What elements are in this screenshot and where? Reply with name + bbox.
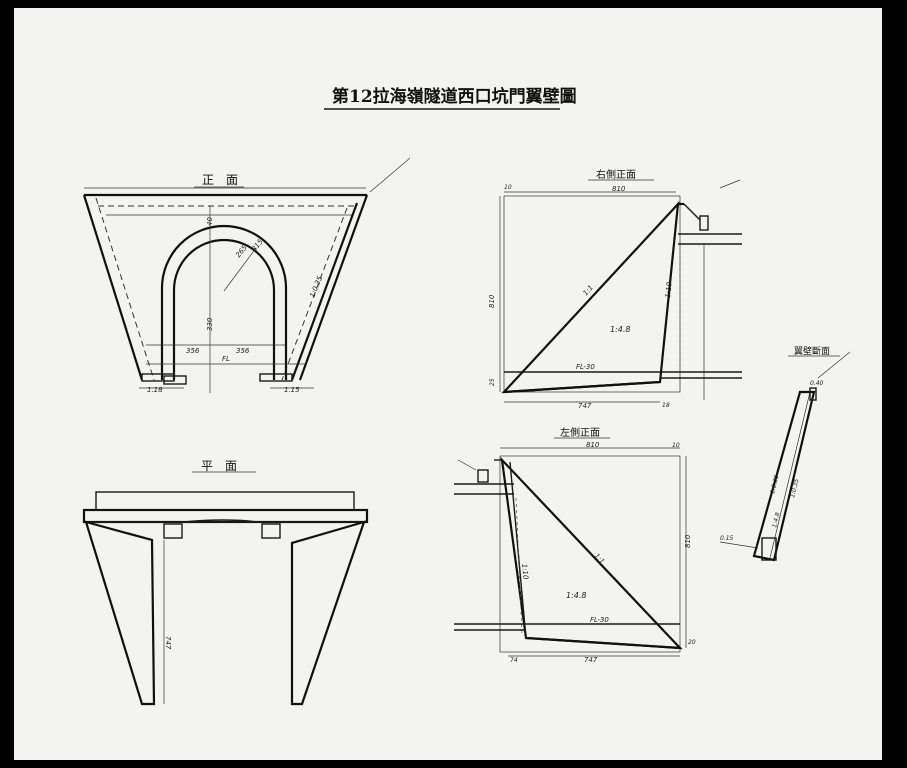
left-side-label: 左側正面 [560, 426, 600, 439]
front-right-hidden-wall [281, 207, 348, 381]
front-base-left-value: 1.18 [147, 386, 163, 394]
front-fl-value: FL [222, 355, 230, 363]
front-base-right-value: 1.15 [284, 386, 300, 394]
front-left-drain [163, 375, 187, 385]
front-arch-inner [172, 238, 276, 380]
right-level-value: 25 [489, 378, 496, 386]
left-back-face [509, 461, 527, 639]
right-inner-ratio: 1:4.8 [610, 325, 631, 334]
front-view-label: 正 面 [202, 173, 238, 187]
right-top-step [683, 203, 701, 221]
section-leader [817, 351, 851, 379]
left-outline-box [499, 455, 681, 653]
right-base-value: 747 [578, 402, 592, 410]
front-left-footing [141, 373, 175, 382]
plan-right-wing-wall [290, 520, 366, 706]
front-half-right-value: 356 [236, 347, 250, 355]
plan-arch-curve [183, 519, 272, 523]
left-base-value: 747 [584, 656, 598, 664]
front-radius-line [223, 247, 257, 292]
drawing-canvas: 第12拉海嶺隧道西口坑門翼壁圖 正 面 265 315 3 [82, 86, 851, 706]
right-side-view: 右側正面 810 10 810 FL-30 1:1 1:10 1:4.8 747… [488, 168, 742, 410]
plan-left-block [163, 523, 183, 539]
left-base-side-value: 74 [510, 657, 518, 664]
plan-length-value: 747 [164, 636, 172, 650]
right-base-side-value: 18 [662, 402, 670, 409]
front-right-outer-wall [298, 194, 369, 381]
section-top-cap [809, 387, 817, 401]
section-wall-profile [752, 390, 816, 562]
right-top-value: 810 [612, 185, 626, 193]
right-fl-value: FL-30 [576, 363, 595, 371]
section-base-value: 0.15 [720, 535, 734, 542]
right-back-ratio: 1:10 [664, 281, 674, 298]
front-left-outer-wall [82, 194, 144, 381]
right-small-value: 10 [504, 184, 512, 191]
left-hidden-back [515, 497, 523, 635]
section-ratio1: 1:0.35 [769, 474, 780, 494]
plan-view: 平 面 747 [82, 459, 369, 706]
left-face-ratio: 1:1 [593, 552, 606, 566]
front-right-inner-wall [290, 202, 359, 381]
right-step-block [699, 215, 709, 231]
section-view: 翼壁斷面 0.40 1:0.35 1:0.35 1:4.8 0.15 [719, 345, 851, 562]
right-base-line [503, 380, 661, 394]
left-back-ratio: 1:10 [520, 563, 530, 580]
section-footing [761, 537, 777, 561]
left-level-value: 20 [688, 639, 696, 646]
plan-top-beam [95, 491, 355, 511]
section-inner-line [769, 391, 811, 559]
front-half-left-value: 356 [186, 347, 200, 355]
front-leader [369, 157, 411, 193]
left-small-value: 10 [672, 442, 680, 449]
left-base-line [525, 636, 681, 650]
right-height-value: 810 [488, 294, 496, 308]
left-side-view: 左側正面 810 10 810 FL-30 1:1 1:10 1:4.8 747… [454, 426, 696, 664]
left-height-value: 810 [684, 534, 692, 548]
section-base-leader [719, 541, 759, 549]
right-side-label: 右側正面 [596, 168, 636, 181]
front-note-value: 40 [206, 217, 214, 226]
left-inner-ratio: 1:4.8 [566, 591, 587, 600]
left-fl-value: FL-30 [590, 616, 609, 624]
drawing-title: 第12拉海嶺隧道西口坑門翼壁圖 [332, 86, 577, 107]
section-ratio3: 1:4.8 [771, 512, 782, 529]
right-leader [719, 179, 741, 189]
front-left-hidden-wall [95, 197, 155, 381]
section-ratio2: 1:0.35 [789, 478, 800, 498]
front-arch-outer [160, 224, 288, 380]
plan-right-block [261, 523, 281, 539]
plan-left-wing-wall [84, 520, 156, 706]
left-leader [457, 459, 477, 471]
section-top-value: 0.40 [810, 380, 824, 387]
front-right-footing [259, 373, 293, 382]
drawing-sheet: 第12拉海嶺隧道西口坑門翼壁圖 正 面 265 315 3 [14, 8, 882, 760]
section-label: 翼壁斷面 [794, 345, 830, 357]
left-top-value: 810 [586, 441, 600, 449]
front-view: 正 面 265 315 330 356 356 FL [82, 157, 411, 394]
plan-view-label: 平 面 [201, 459, 237, 473]
left-step-block [477, 469, 489, 483]
front-height-value: 330 [206, 317, 214, 331]
